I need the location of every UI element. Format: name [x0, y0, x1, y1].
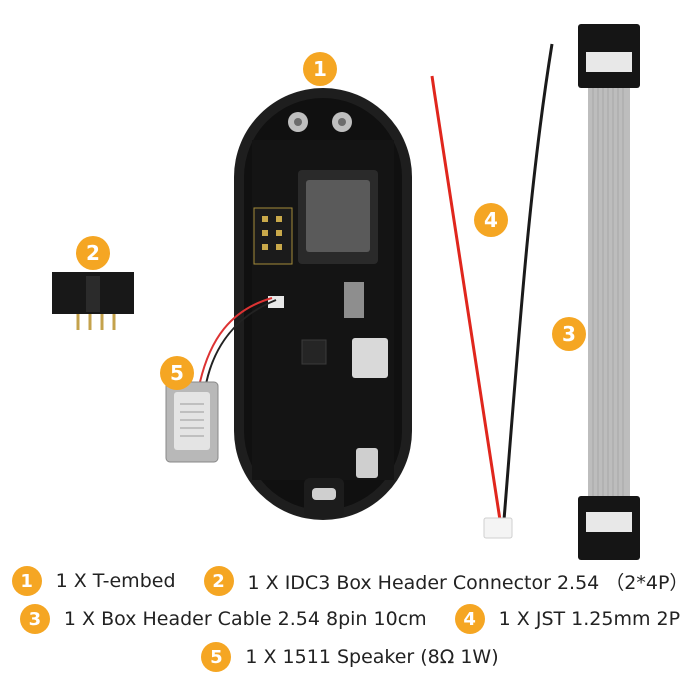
legend-badge-1: 1 — [11, 566, 42, 596]
legend-item-5: 5 1 X 1511 Speaker (8Ω 1W) — [201, 642, 499, 672]
legend-text-4: 1 X JST 1.25mm 2P — [498, 608, 681, 630]
legend-badge-4: 4 — [454, 604, 485, 634]
legend-text-1: 1 X T-embed — [55, 570, 176, 592]
t-embed-device — [234, 88, 412, 520]
legend-badge-5: 5 — [201, 642, 232, 672]
legend-item-3: 3 1 X Box Header Cable 2.54 8pin 10cm — [19, 604, 427, 634]
badge-3: 3 — [552, 317, 586, 351]
badge-4: 4 — [474, 203, 508, 237]
idc-box-header-connector — [52, 272, 134, 330]
jst-cable — [430, 43, 554, 539]
legend-text-2: 1 X IDC3 Box Header Connector 2.54 （2*4P… — [247, 571, 689, 594]
badge-1: 1 — [303, 52, 337, 86]
legend-badge-3: 3 — [19, 604, 50, 634]
badge-2: 2 — [76, 236, 110, 270]
legend-badge-2: 2 — [203, 566, 234, 596]
product-photo: 1 2 3 4 5 — [52, 24, 640, 560]
legend-text-5: 1 X 1511 Speaker (8Ω 1W) — [245, 646, 499, 668]
badge-5: 5 — [160, 356, 194, 390]
legend-text-3: 1 X Box Header Cable 2.54 8pin 10cm — [63, 608, 427, 630]
box-header-cable — [578, 24, 640, 560]
product-illustration — [52, 24, 640, 560]
contents-legend: 1 1 X T-embed 2 1 X IDC3 Box Header Conn… — [0, 560, 700, 700]
legend-item-2: 2 1 X IDC3 Box Header Connector 2.54 （2*… — [203, 566, 689, 596]
legend-item-4: 4 1 X JST 1.25mm 2P — [454, 604, 681, 634]
speaker — [165, 297, 277, 463]
legend-item-1: 1 1 X T-embed — [11, 566, 176, 596]
